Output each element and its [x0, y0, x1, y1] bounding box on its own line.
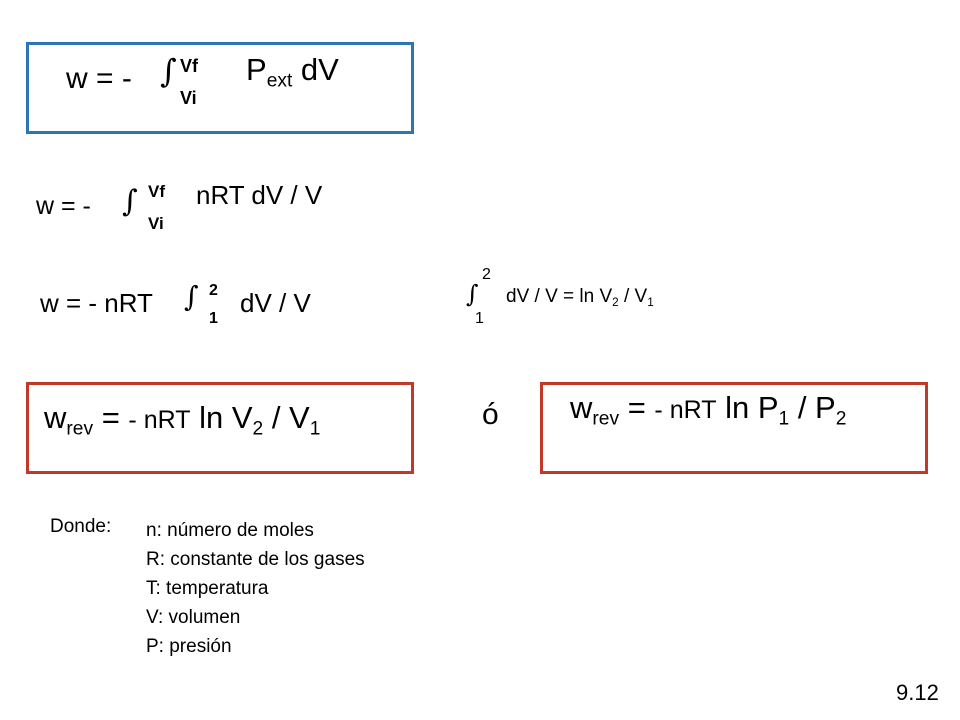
eq3-lhs: w = - nRT	[40, 288, 153, 318]
side-identity-divider: / V	[618, 286, 648, 307]
eq1-pressure-symbol: P	[246, 52, 267, 87]
result-pressure-ln: ln P	[716, 390, 779, 425]
eq1-upper-limit: Vf	[180, 56, 198, 76]
eq2-upper-limit: Vf	[148, 182, 165, 201]
eq3-upper-limit: 2	[209, 282, 218, 299]
result-pressure-rev: rev	[592, 408, 620, 430]
result-volume-nrt: - nRT	[128, 406, 191, 434]
eq3-integrand: dV / V	[240, 288, 311, 318]
result-volume-equation: wrev = - nRT ln V2 / V1	[44, 400, 320, 439]
side-integral-sign: ∫	[466, 280, 479, 308]
result-pressure-nrt: - nRT	[654, 396, 717, 424]
legend-item-r: R: constante de los gases	[146, 549, 365, 570]
result-pressure-divider: / P	[789, 390, 836, 425]
result-pressure-sub-2: 2	[835, 408, 847, 430]
side-identity-left: dV / V = ln V	[506, 286, 613, 307]
eq2-lower-limit: Vi	[148, 214, 164, 233]
eq2-lhs: w = -	[36, 192, 91, 220]
legend-item-t: T: temperatura	[146, 578, 269, 599]
side-lower-limit: 1	[475, 310, 484, 327]
result-pressure-equals: =	[619, 390, 655, 425]
legend-item-n: n: número de moles	[146, 520, 314, 541]
eq3-integral-sign: ∫	[184, 280, 199, 313]
legend-item-p: P: presión	[146, 636, 232, 657]
result-volume-ln: ln V	[190, 400, 253, 435]
result-pressure-sub-1: 1	[778, 408, 790, 430]
reversible-work-pressure-box	[540, 382, 928, 474]
eq1-pressure-subscript: ext	[266, 70, 293, 92]
eq1-integrand: Pext dV	[246, 52, 339, 91]
or-text: ó	[482, 398, 499, 431]
legend-item-v: V: volumen	[146, 607, 241, 628]
eq3-lower-limit: 1	[209, 310, 218, 327]
result-volume-w: w	[44, 400, 67, 435]
eq1-differential: dV	[292, 52, 339, 87]
result-pressure-w: w	[570, 390, 593, 425]
reversible-work-volume-box	[26, 382, 414, 474]
side-upper-limit: 2	[482, 266, 491, 283]
eq2-integrand: nRT dV / V	[196, 180, 323, 210]
eq1-integral-sign: ∫	[160, 52, 177, 90]
pressure-work-box	[26, 42, 414, 134]
result-volume-divider: / V	[263, 400, 310, 435]
result-volume-sub-1: 1	[309, 418, 321, 440]
result-volume-rev: rev	[66, 418, 94, 440]
legend-label: Donde:	[50, 516, 112, 537]
eq1-lower-limit: Vi	[180, 88, 197, 108]
page-number: 9.12	[896, 680, 939, 705]
side-identity-sub-2: 2	[612, 296, 619, 310]
eq2-integral-sign: ∫	[122, 184, 138, 219]
result-pressure-equation: wrev = - nRT ln P1 / P2	[570, 390, 846, 429]
legend-list: n: número de moles R: constante de los g…	[146, 516, 365, 661]
side-identity-sub-1: 1	[647, 296, 654, 310]
side-identity: dV / V = ln V2 / V1	[506, 286, 654, 308]
eq1-lhs: w = -	[66, 62, 132, 95]
result-volume-sub-2: 2	[252, 418, 264, 440]
result-volume-equals: =	[93, 400, 129, 435]
